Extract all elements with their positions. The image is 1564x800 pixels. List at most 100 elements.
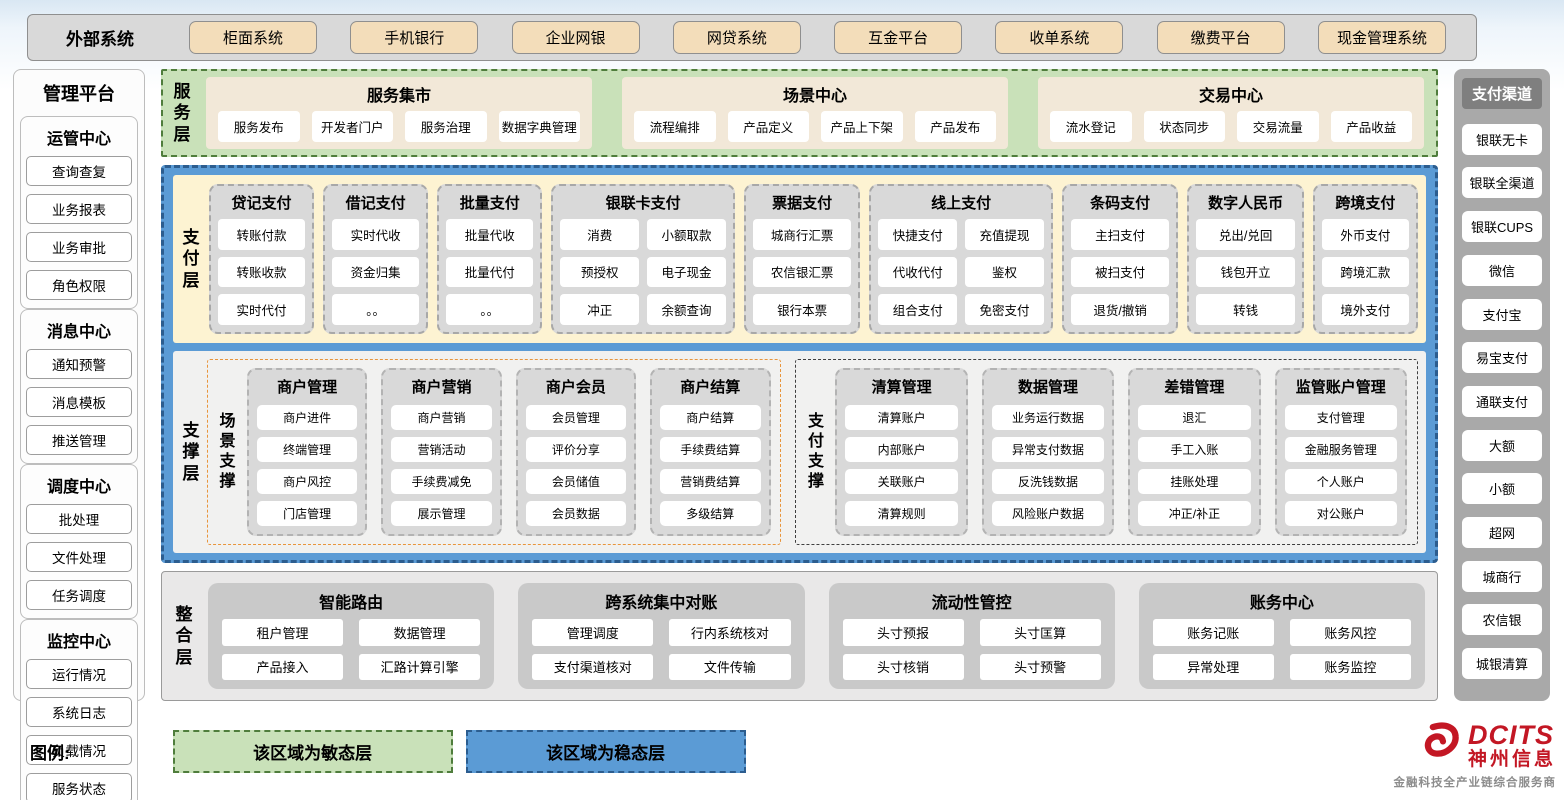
service-item-button[interactable]: 服务发布: [218, 111, 300, 142]
payment-item-button[interactable]: 批量代收: [446, 219, 534, 250]
support-item-button[interactable]: 门店管理: [257, 501, 358, 526]
support-item-button[interactable]: 营销费结算: [660, 469, 761, 494]
payment-item-button[interactable]: 。。: [332, 294, 420, 325]
payment-item-button[interactable]: 批量代付: [446, 256, 534, 288]
integration-item-button[interactable]: 租户管理: [222, 619, 344, 646]
support-item-button[interactable]: 商户营销: [391, 405, 492, 430]
support-item-button[interactable]: 支付管理: [1284, 405, 1397, 430]
payment-item-button[interactable]: 资金归集: [332, 256, 420, 288]
management-item-button[interactable]: 负载情况: [26, 735, 132, 765]
payment-item-button[interactable]: 充值提现: [965, 219, 1044, 250]
service-item-button[interactable]: 产品定义: [727, 111, 809, 142]
payment-item-button[interactable]: 转钱: [1196, 294, 1295, 325]
management-item-button[interactable]: 业务报表: [26, 194, 132, 224]
payment-item-button[interactable]: 农信银汇票: [752, 256, 852, 288]
payment-item-button[interactable]: 钱包开立: [1196, 256, 1295, 288]
payment-item-button[interactable]: 免密支付: [965, 294, 1044, 325]
service-item-button[interactable]: 流程编排: [634, 111, 716, 142]
channel-button[interactable]: 城银清算: [1462, 648, 1542, 680]
payment-item-button[interactable]: 城商行汇票: [752, 219, 852, 250]
support-item-button[interactable]: 挂账处理: [1138, 469, 1251, 494]
service-item-button[interactable]: 开发者门户: [311, 111, 393, 142]
support-item-button[interactable]: 对公账户: [1284, 501, 1397, 526]
management-item-button[interactable]: 运行情况: [26, 659, 132, 689]
payment-item-button[interactable]: 跨境汇款: [1321, 256, 1409, 288]
integration-item-button[interactable]: 异常处理: [1152, 653, 1274, 680]
channel-button[interactable]: 银联CUPS: [1462, 211, 1542, 243]
integration-item-button[interactable]: 头寸预报: [842, 619, 964, 646]
payment-item-button[interactable]: 余额查询: [647, 294, 726, 325]
support-item-button[interactable]: 手续费减免: [391, 469, 492, 494]
channel-button[interactable]: 银联全渠道: [1462, 167, 1542, 199]
support-item-button[interactable]: 会员管理: [525, 405, 627, 430]
payment-item-button[interactable]: 实时代收: [332, 219, 420, 250]
support-item-button[interactable]: 关联账户: [845, 469, 958, 494]
channel-button[interactable]: 大额: [1462, 429, 1542, 461]
management-item-button[interactable]: 系统日志: [26, 697, 132, 727]
payment-item-button[interactable]: 电子现金: [647, 256, 726, 288]
external-system-button[interactable]: 互金平台: [834, 21, 963, 54]
management-item-button[interactable]: 业务审批: [26, 232, 132, 262]
channel-button[interactable]: 易宝支付: [1462, 342, 1542, 374]
management-item-button[interactable]: 消息模板: [26, 387, 132, 417]
support-item-button[interactable]: 评价分享: [525, 437, 627, 462]
payment-item-button[interactable]: 组合支付: [878, 294, 958, 325]
support-item-button[interactable]: 业务运行数据: [991, 405, 1105, 430]
payment-item-button[interactable]: 境外支付: [1321, 294, 1409, 325]
integration-item-button[interactable]: 头寸预警: [979, 653, 1101, 680]
support-item-button[interactable]: 营销活动: [391, 437, 492, 462]
external-system-button[interactable]: 网贷系统: [672, 21, 801, 54]
support-item-button[interactable]: 退汇: [1138, 405, 1251, 430]
service-item-button[interactable]: 数据字典管理: [498, 111, 580, 142]
channel-button[interactable]: 超网: [1462, 517, 1542, 549]
payment-item-button[interactable]: 快捷支付: [878, 219, 958, 250]
service-item-button[interactable]: 流水登记: [1050, 111, 1132, 142]
integration-item-button[interactable]: 账务监控: [1289, 653, 1411, 680]
payment-item-button[interactable]: 小额取款: [647, 219, 726, 250]
management-item-button[interactable]: 服务状态: [26, 773, 132, 800]
support-item-button[interactable]: 异常支付数据: [991, 437, 1105, 462]
external-system-button[interactable]: 企业网银: [511, 21, 640, 54]
payment-item-button[interactable]: 转账付款: [218, 219, 306, 250]
service-item-button[interactable]: 状态同步: [1143, 111, 1225, 142]
integration-item-button[interactable]: 支付渠道核对: [532, 653, 654, 680]
external-system-button[interactable]: 现金管理系统: [1317, 21, 1446, 54]
service-item-button[interactable]: 服务治理: [405, 111, 487, 142]
channel-button[interactable]: 通联支付: [1462, 385, 1542, 417]
integration-item-button[interactable]: 汇路计算引擎: [359, 653, 481, 680]
support-item-button[interactable]: 多级结算: [660, 501, 761, 526]
support-item-button[interactable]: 商户结算: [660, 405, 761, 430]
support-item-button[interactable]: 内部账户: [845, 437, 958, 462]
support-item-button[interactable]: 清算账户: [845, 405, 958, 430]
payment-item-button[interactable]: 。。: [446, 294, 534, 325]
payment-item-button[interactable]: 外币支付: [1321, 219, 1409, 250]
integration-item-button[interactable]: 账务风控: [1289, 619, 1411, 646]
management-item-button[interactable]: 角色权限: [26, 270, 132, 300]
payment-item-button[interactable]: 转账收款: [218, 256, 306, 288]
support-item-button[interactable]: 个人账户: [1284, 469, 1397, 494]
external-system-button[interactable]: 柜面系统: [189, 21, 317, 54]
support-item-button[interactable]: 商户风控: [257, 469, 358, 494]
support-item-button[interactable]: 风险账户数据: [991, 501, 1105, 526]
support-item-button[interactable]: 手工入账: [1138, 437, 1251, 462]
integration-item-button[interactable]: 头寸匡算: [979, 619, 1101, 646]
payment-item-button[interactable]: 冲正: [560, 294, 640, 325]
external-system-button[interactable]: 手机银行: [350, 21, 479, 54]
management-item-button[interactable]: 批处理: [26, 504, 132, 534]
integration-item-button[interactable]: 数据管理: [359, 619, 481, 646]
service-item-button[interactable]: 产品发布: [914, 111, 996, 142]
support-item-button[interactable]: 会员数据: [525, 501, 627, 526]
support-item-button[interactable]: 会员储值: [525, 469, 627, 494]
support-item-button[interactable]: 商户进件: [257, 405, 358, 430]
support-item-button[interactable]: 清算规则: [845, 501, 958, 526]
channel-button[interactable]: 银联无卡: [1462, 123, 1542, 155]
support-item-button[interactable]: 终端管理: [257, 437, 358, 462]
channel-button[interactable]: 农信银: [1462, 604, 1542, 636]
channel-button[interactable]: 小额: [1462, 473, 1542, 505]
service-item-button[interactable]: 交易流量: [1237, 111, 1319, 142]
channel-button[interactable]: 城商行: [1462, 560, 1542, 592]
payment-item-button[interactable]: 代收代付: [878, 256, 958, 288]
payment-item-button[interactable]: 预授权: [560, 256, 640, 288]
integration-item-button[interactable]: 文件传输: [669, 653, 791, 680]
payment-item-button[interactable]: 消费: [560, 219, 640, 250]
